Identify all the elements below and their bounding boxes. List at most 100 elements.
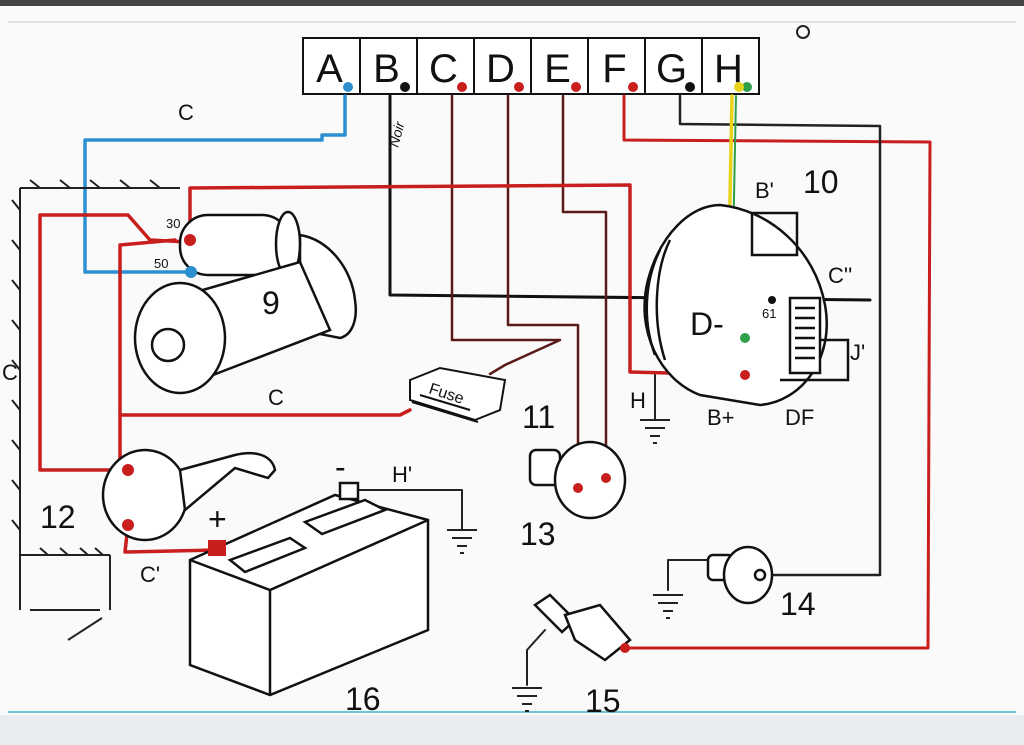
wire-14-ground xyxy=(667,559,719,591)
ground-symbol-15 xyxy=(512,687,542,712)
connector-pin-dot-h xyxy=(742,82,752,92)
starter-terminal-30 xyxy=(184,234,196,246)
label-wire-h-prime: H' xyxy=(392,462,412,487)
label-b-prime: B' xyxy=(755,178,774,203)
connector-pin-dot-c xyxy=(457,82,467,92)
label-alternator-number: 10 xyxy=(803,164,839,200)
alternator-fins xyxy=(645,239,672,361)
ground-symbol-14 xyxy=(653,594,683,619)
connector-pin-d: D xyxy=(486,47,515,91)
chassis-frame xyxy=(11,179,180,641)
label-j-prime: J' xyxy=(850,340,865,365)
label-battery-number: 16 xyxy=(345,681,381,717)
solenoid-body xyxy=(101,448,189,542)
solenoid-terminal-top xyxy=(122,464,134,476)
connector-pin-c: C xyxy=(429,47,458,91)
label-terminal-61: 61 xyxy=(762,306,776,321)
fuse-box-edge xyxy=(411,394,479,423)
battery-plus-post xyxy=(208,540,226,556)
solenoid-terminal-bottom xyxy=(122,519,134,531)
ground-symbol-h-prime xyxy=(447,529,477,554)
ground-symbols xyxy=(447,419,683,712)
label-df: DF xyxy=(785,405,814,430)
alternator-terminal-b-plus xyxy=(740,370,750,380)
connector-pin-dot-h-yellow xyxy=(734,82,744,92)
temperature-sender xyxy=(533,593,632,662)
wire-g-black xyxy=(678,94,882,577)
starter-shaft xyxy=(150,327,186,363)
connector-pin-dot-a xyxy=(343,82,353,92)
label-oil-sender-number: 13 xyxy=(520,516,556,552)
connector-pin-g: G xyxy=(656,47,687,91)
label-edge-c: C xyxy=(2,360,18,385)
punch-hole xyxy=(796,25,810,39)
wire-a-blue xyxy=(83,94,347,274)
sender-13-terminal-d xyxy=(573,483,583,493)
sender-13-body xyxy=(553,440,627,520)
label-c-double-prime: C'' xyxy=(828,263,852,288)
alternator-j-link xyxy=(780,338,850,382)
label-solenoid-number: 12 xyxy=(40,499,76,535)
connector-pin-e: E xyxy=(544,47,571,91)
alternator xyxy=(643,203,850,407)
scan-top-edge xyxy=(0,0,1024,6)
label-temp-sender-number: 15 xyxy=(585,683,621,719)
connector-pin-dot-g xyxy=(685,82,695,92)
connector-pin-dot-b xyxy=(400,82,410,92)
label-wire-c-top: C xyxy=(178,100,194,125)
battery-minus-post xyxy=(338,481,360,501)
wire-d-to-sender xyxy=(506,94,580,490)
scan-bottom-band xyxy=(0,715,1024,745)
label-terminal-50: 50 xyxy=(154,256,168,271)
label-d-minus: D- xyxy=(690,306,724,342)
wire-c-to-fuse xyxy=(450,94,562,376)
starter-solenoid-body xyxy=(178,213,292,277)
alternator-terminal-d-minus xyxy=(740,333,750,343)
label-b-plus: B+ xyxy=(707,405,735,430)
battery-cell-cap-2 xyxy=(302,498,389,536)
connector-pin-a: A xyxy=(316,47,343,91)
battery-cell-cap-1 xyxy=(227,536,308,574)
solenoid xyxy=(101,448,277,542)
connector-pin-f: F xyxy=(602,47,626,91)
sender-15-terminal xyxy=(620,643,630,653)
ground-symbol-h xyxy=(640,419,670,444)
fuse-box-body xyxy=(409,366,507,422)
regulator-ribs xyxy=(795,306,815,360)
label-oil-switch-number: 14 xyxy=(780,586,816,622)
solenoid-plunger xyxy=(178,451,277,513)
wire-f-red xyxy=(622,94,932,650)
oil-pressure-sender xyxy=(528,440,627,520)
connector-pin-dot-f xyxy=(628,82,638,92)
label-battery-plus: + xyxy=(208,501,227,537)
switch-14-terminal xyxy=(753,568,767,582)
switch-14-body xyxy=(722,545,774,605)
connector-pin-dot-e xyxy=(571,82,581,92)
fuse-box xyxy=(409,366,507,423)
wire-e-to-sender xyxy=(561,94,608,480)
alternator-terminal-61 xyxy=(768,296,776,304)
label-wire-c-fuse: C xyxy=(268,385,284,410)
sender-15-body xyxy=(563,603,632,662)
label-terminal-30: 30 xyxy=(166,216,180,231)
battery xyxy=(188,481,430,697)
battery-edges xyxy=(189,518,429,695)
alternator-regulator-box xyxy=(750,211,799,257)
starter-motor xyxy=(133,210,357,395)
sender-13-terminal-e xyxy=(601,473,611,483)
oil-pressure-switch xyxy=(706,545,774,605)
starter-terminal-50 xyxy=(185,266,197,278)
wire-h-prime xyxy=(349,489,463,531)
wire-15-ground xyxy=(526,629,546,686)
label-wire-h: H xyxy=(630,388,646,413)
alternator-regulator xyxy=(788,296,822,375)
connector-pin-dot-d xyxy=(514,82,524,92)
label-starter-number: 9 xyxy=(262,285,280,321)
label-wire-c-prime: C' xyxy=(140,562,160,587)
label-noir: Noir xyxy=(385,119,407,149)
connector-pin-b: B xyxy=(373,47,400,91)
label-fuse-box-number: 11 xyxy=(522,399,555,435)
